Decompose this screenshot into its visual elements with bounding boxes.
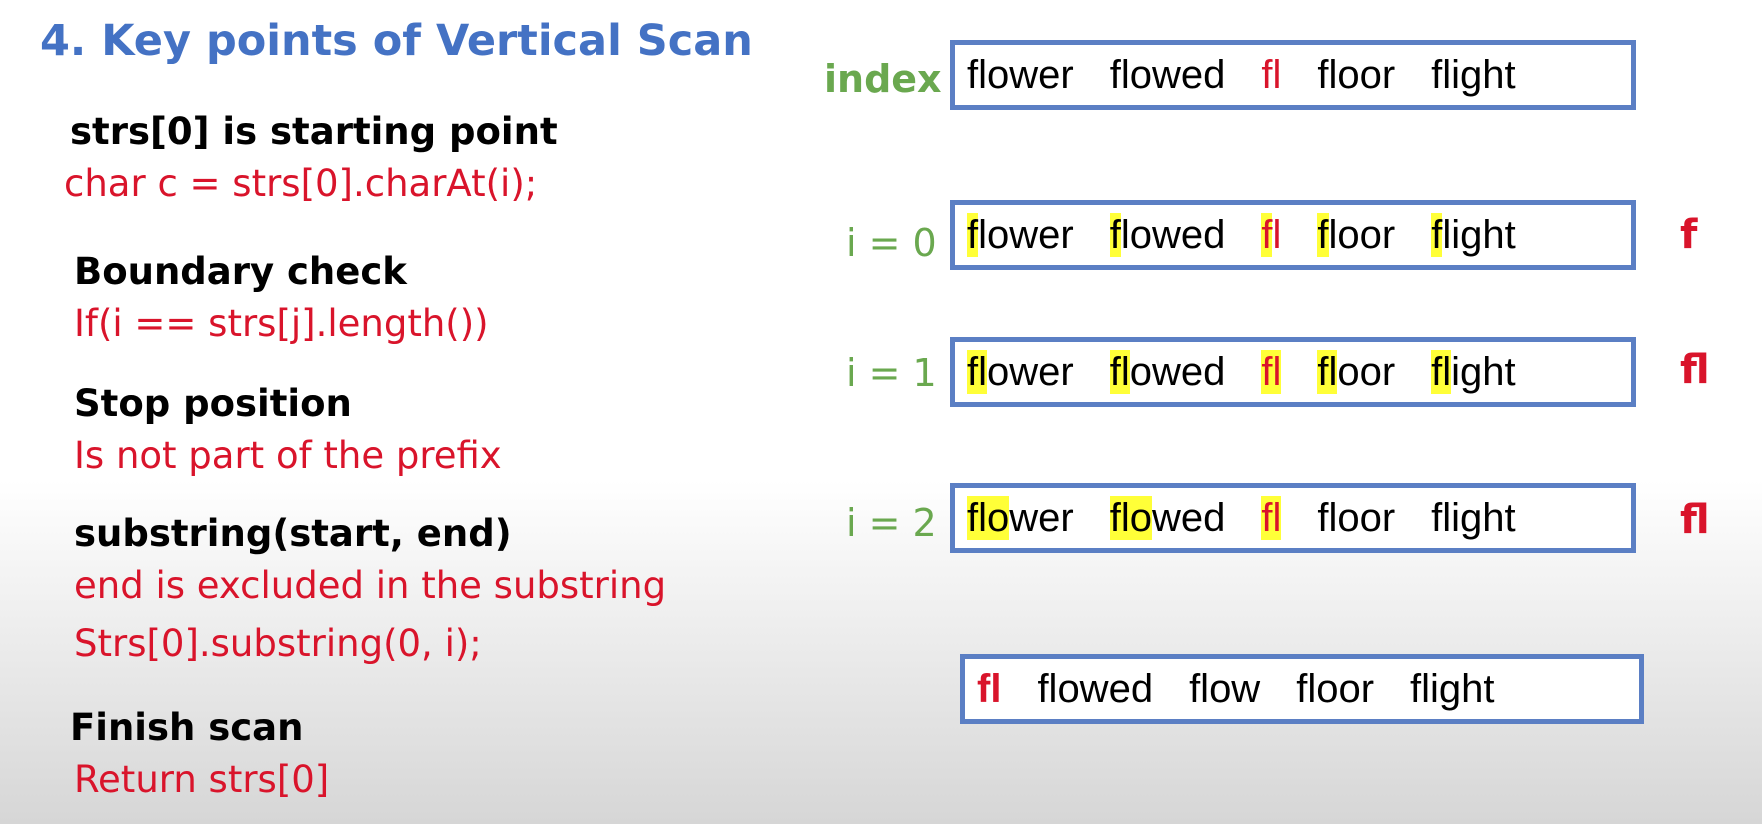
- word-rest: oor: [1337, 349, 1396, 394]
- word: fl: [1261, 212, 1282, 258]
- highlighted-prefix: f: [1317, 212, 1329, 257]
- word: flowed: [1109, 495, 1226, 541]
- highlighted-prefix: fl: [1317, 349, 1338, 394]
- word-rest: wed: [1151, 495, 1226, 540]
- word-rest: loor: [1328, 212, 1396, 257]
- point-1-heading: strs[0] is starting point: [70, 110, 558, 153]
- word: flight: [1431, 349, 1516, 395]
- word-rest: floor: [1317, 52, 1396, 97]
- point-2-code: If(i == strs[j].length()): [74, 302, 489, 345]
- word: flowed: [1109, 212, 1226, 258]
- point-5-code: Return strs[0]: [74, 758, 330, 801]
- word: flower: [967, 212, 1074, 258]
- row-label-index: index: [824, 57, 942, 101]
- point-4-code: Strs[0].substring(0, i);: [74, 622, 482, 665]
- highlighted-prefix: fl: [967, 349, 987, 394]
- word-rest: wer: [1009, 495, 1074, 540]
- point-4-text: end is excluded in the substring: [74, 564, 667, 607]
- slide-title: 4. Key points of Vertical Scan: [40, 16, 753, 66]
- word-rest: flight: [1431, 495, 1516, 540]
- word-rest: flowed: [1109, 52, 1226, 97]
- point-3-heading: Stop position: [74, 382, 352, 425]
- word: flight: [1410, 666, 1495, 711]
- word: fl: [1261, 349, 1282, 395]
- word: floor: [1317, 496, 1395, 541]
- word: fl: [1261, 495, 1282, 541]
- highlighted-prefix: fl: [1109, 349, 1130, 394]
- point-5-heading: Finish scan: [70, 706, 304, 749]
- word: flower: [967, 53, 1074, 98]
- highlighted-prefix: flo: [967, 495, 1010, 540]
- highlighted-prefix: f: [1431, 212, 1443, 257]
- point-4-heading: substring(start, end): [74, 512, 512, 555]
- word: flight: [1431, 212, 1516, 258]
- word-rest: flower: [967, 52, 1074, 97]
- word-rest: light: [1442, 212, 1516, 257]
- word-rest: lowed: [1120, 212, 1226, 257]
- word: flight: [1431, 496, 1516, 541]
- highlighted-prefix: fl: [1431, 349, 1452, 394]
- word-rest: fl: [1261, 52, 1282, 97]
- highlighted-prefix: fl: [1261, 349, 1282, 394]
- row-result-i0: f: [1680, 212, 1698, 258]
- word-rest: l: [1272, 212, 1282, 257]
- point-3-text: Is not part of the prefix: [74, 434, 502, 477]
- word: floor: [1317, 349, 1396, 395]
- word: flow: [1189, 666, 1261, 711]
- row-label-i1: i = 1: [846, 351, 937, 395]
- result-prefix: fl: [977, 666, 1002, 711]
- row-result-i1: fl: [1680, 347, 1710, 393]
- word: floor: [1317, 53, 1395, 98]
- word-rest: ight: [1451, 349, 1516, 394]
- row-label-i0: i = 0: [846, 221, 937, 265]
- row-label-i2: i = 2: [846, 501, 937, 545]
- word: flower: [967, 495, 1074, 541]
- point-1-code: char c = strs[0].charAt(i);: [64, 162, 538, 205]
- word-rest: floor: [1317, 495, 1396, 540]
- word: flower: [967, 349, 1074, 395]
- point-2-heading: Boundary check: [74, 250, 407, 293]
- word-rest: owed: [1129, 349, 1226, 394]
- word: flight: [1431, 53, 1516, 98]
- highlighted-prefix: f: [967, 212, 979, 257]
- result-row-box: fl flowed flow floor flight: [960, 654, 1644, 724]
- word: floor: [1296, 666, 1375, 711]
- word-rest: flight: [1431, 52, 1516, 97]
- highlighted-prefix: f: [1109, 212, 1121, 257]
- highlighted-prefix: fl: [1261, 495, 1282, 540]
- word: fl: [1261, 53, 1281, 98]
- word: flowed: [1037, 666, 1154, 711]
- highlighted-prefix: flo: [1109, 495, 1152, 540]
- word-rest: ower: [987, 349, 1074, 394]
- row-result-i2: fl: [1680, 497, 1710, 543]
- word: flowed: [1110, 53, 1226, 98]
- word: floor: [1317, 212, 1396, 258]
- highlighted-prefix: f: [1261, 212, 1273, 257]
- word: flowed: [1109, 349, 1226, 395]
- word-rest: lower: [978, 212, 1074, 257]
